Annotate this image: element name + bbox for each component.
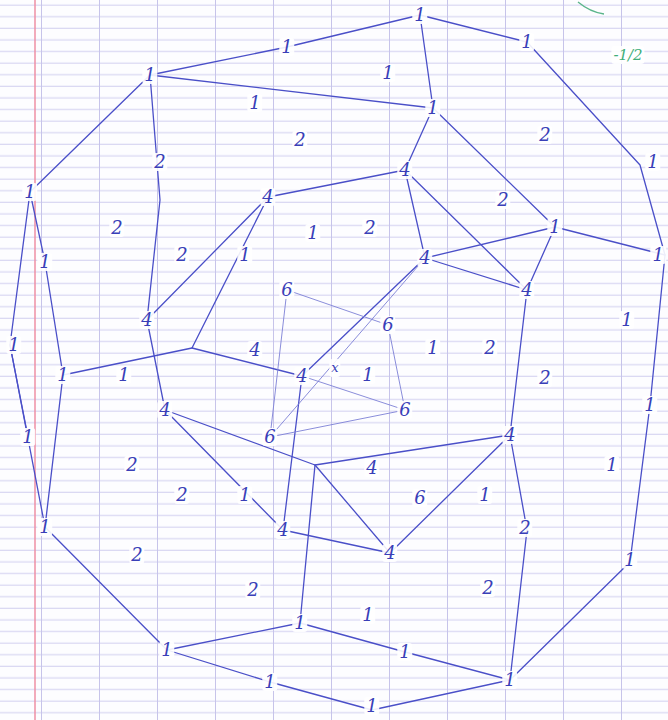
vertex-number: -1/2 bbox=[611, 46, 644, 64]
vertex-number: 1 bbox=[279, 38, 294, 56]
vertex-number: 1 bbox=[262, 673, 277, 691]
vertex-number: 4 bbox=[275, 521, 290, 539]
vertex-number: 2 bbox=[537, 126, 552, 144]
vertex-number: 1 bbox=[159, 641, 174, 659]
vertex-number: 1 bbox=[642, 396, 657, 414]
polytope-drawing bbox=[10, 15, 665, 710]
vertex-number: 4 bbox=[417, 249, 432, 267]
vertex-number: 1 bbox=[247, 94, 262, 112]
vertex-number: 6 bbox=[412, 489, 427, 507]
vertex-number: 2 bbox=[480, 579, 495, 597]
vertex-number: 1 bbox=[237, 246, 252, 264]
vertex-number: 1 bbox=[547, 218, 562, 236]
vertex-number: 1 bbox=[645, 153, 660, 171]
vertex-number: 1 bbox=[360, 366, 375, 384]
vertex-number: 1 bbox=[425, 339, 440, 357]
vertex-number: 4 bbox=[502, 426, 517, 444]
vertex-number: 2 bbox=[362, 219, 377, 237]
vertex-number: 1 bbox=[37, 518, 52, 536]
vertex-number: 1 bbox=[37, 253, 52, 271]
vertex-number: 2 bbox=[174, 246, 189, 264]
vertex-number: 2 bbox=[495, 191, 510, 209]
vertex-number: 1 bbox=[292, 614, 307, 632]
vertex-number: 2 bbox=[292, 131, 307, 149]
vertex-number: 2 bbox=[109, 219, 124, 237]
vertex-number: 6 bbox=[380, 316, 395, 334]
vertex-number: 4 bbox=[294, 367, 309, 385]
vertex-number: 2 bbox=[129, 546, 144, 564]
vertex-number: 1 bbox=[6, 336, 21, 354]
vertex-number: 1 bbox=[305, 224, 320, 242]
vertex-number: 4 bbox=[364, 459, 379, 477]
vertex-number: 4 bbox=[397, 161, 412, 179]
vertex-number: x bbox=[329, 359, 340, 377]
vertex-number: 1 bbox=[502, 671, 517, 689]
inner-hexagon bbox=[270, 258, 425, 437]
vertex-number: 2 bbox=[537, 369, 552, 387]
vertex-number: 4 bbox=[382, 544, 397, 562]
vertex-number: 1 bbox=[622, 551, 637, 569]
vertex-number: 1 bbox=[116, 366, 131, 384]
vertex-number: 6 bbox=[397, 401, 412, 419]
vertex-number: 2 bbox=[517, 519, 532, 537]
vertex-number: 1 bbox=[425, 99, 440, 117]
vertex-number: 6 bbox=[279, 281, 294, 299]
vertex-number: 2 bbox=[124, 456, 139, 474]
vertex-number: 4 bbox=[260, 188, 275, 206]
vertex-number: 1 bbox=[380, 64, 395, 82]
vertex-number: 1 bbox=[651, 246, 666, 264]
vertex-number: 1 bbox=[20, 428, 35, 446]
vertex-number: 1 bbox=[237, 486, 252, 504]
vertex-number: 1 bbox=[619, 311, 634, 329]
vertex-number: 2 bbox=[482, 339, 497, 357]
vertex-number: 2 bbox=[152, 153, 167, 171]
vertex-number: 1 bbox=[22, 183, 37, 201]
vertex-number: 1 bbox=[397, 643, 412, 661]
vertex-number: 1 bbox=[364, 697, 379, 715]
vertex-number: 4 bbox=[139, 311, 154, 329]
vertex-number: 1 bbox=[604, 456, 619, 474]
vertex-number: 1 bbox=[477, 486, 492, 504]
vertex-number: 6 bbox=[262, 428, 277, 446]
vertex-number: 4 bbox=[157, 401, 172, 419]
vertex-number: 1 bbox=[519, 33, 534, 51]
vertex-number: 1 bbox=[55, 366, 70, 384]
vertex-number: 4 bbox=[247, 341, 262, 359]
vertex-number: 2 bbox=[174, 486, 189, 504]
vertex-number: 1 bbox=[360, 606, 375, 624]
vertex-number: 1 bbox=[142, 66, 157, 84]
vertex-number: 2 bbox=[245, 581, 260, 599]
vertex-number: 4 bbox=[519, 281, 534, 299]
vertex-number: 1 bbox=[412, 6, 427, 24]
green-mark bbox=[578, 2, 604, 14]
